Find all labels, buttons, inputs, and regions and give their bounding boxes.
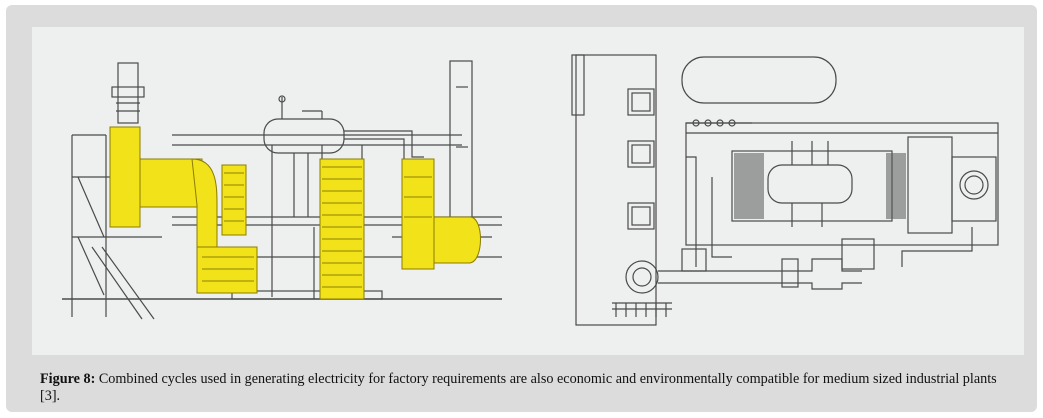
figure-frame: Figure 8: Combined cycles used in genera… [6,5,1037,412]
figure-label: Figure 8: [40,371,96,387]
boiler-tube-hatching [202,166,432,288]
figure-caption: Figure 8: Combined cycles used in genera… [40,371,1020,405]
figure-caption-text: Combined cycles used in generating elect… [40,371,997,404]
plan-view-drawing [571,54,999,326]
plan-boiler-shading [734,153,906,219]
figure-image [32,27,1024,355]
